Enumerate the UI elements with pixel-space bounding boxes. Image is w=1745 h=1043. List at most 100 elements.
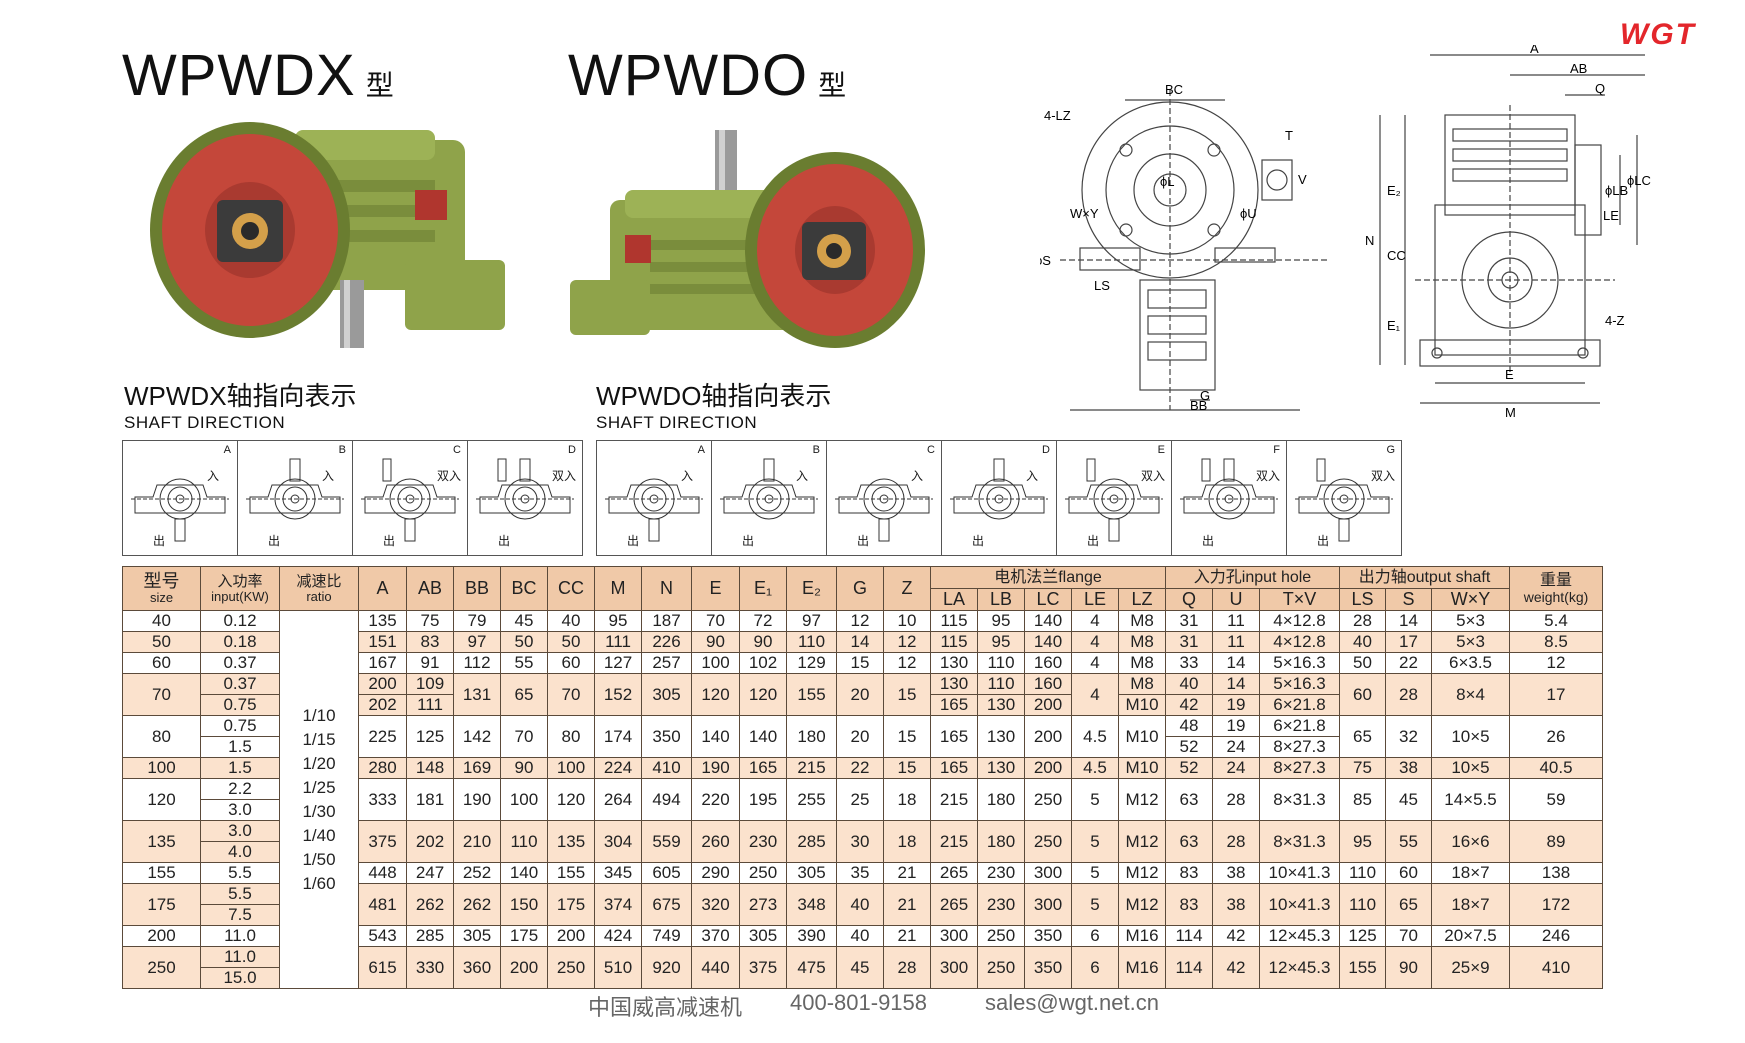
cell-ab: 111: [406, 694, 454, 716]
cell-a: 202: [358, 694, 407, 716]
cell-e: 190: [691, 757, 740, 779]
cell-a: 200: [358, 673, 407, 695]
cell-g: 40: [836, 925, 884, 947]
cell-la: 115: [930, 610, 978, 632]
cell-tv: 10×41.3: [1259, 862, 1340, 884]
cell-u: 14: [1212, 652, 1260, 674]
cell-ab: 83: [406, 631, 454, 653]
cell-ab: 262: [406, 883, 454, 926]
cell-ab: 148: [406, 757, 454, 779]
ratio-value: 1/25: [302, 777, 336, 797]
cell-a: 448: [358, 862, 407, 884]
cell-ls: 65: [1339, 715, 1386, 758]
front-label-philb: ϕLB: [1605, 183, 1628, 198]
shaft-box-input-label: 双入: [436, 469, 461, 483]
cell-la: 265: [930, 883, 978, 926]
cell-a: 225: [358, 715, 407, 758]
cell-lb: 95: [977, 631, 1025, 653]
ratio-value: 1/40: [302, 825, 336, 845]
th-e: E: [691, 566, 740, 611]
cell-cc: 120: [547, 778, 595, 821]
cell-la: 130: [930, 652, 978, 674]
cell-bb: 131: [453, 673, 501, 716]
cell-e2: 255: [786, 778, 837, 821]
cell-g: 35: [836, 862, 884, 884]
cell-s: 14: [1385, 610, 1432, 632]
th-tv: T×V: [1259, 588, 1340, 611]
shaft-box-output-label: 出: [627, 534, 640, 548]
cell-lc: 160: [1024, 652, 1072, 674]
cell-e: 260: [691, 820, 740, 863]
cell-input-kw: 3.0: [200, 820, 280, 842]
cell-s: 38: [1385, 757, 1432, 779]
cell-tv: 4×12.8: [1259, 610, 1340, 632]
cell-bb: 252: [453, 862, 501, 884]
cell-size: 50: [122, 631, 201, 653]
cell-m: 174: [594, 715, 642, 758]
cell-e2: 215: [786, 757, 837, 779]
cell-e: 370: [691, 925, 740, 947]
cell-u: 11: [1212, 631, 1260, 653]
cell-le: 6: [1071, 925, 1119, 947]
cell-le: 4: [1071, 631, 1119, 653]
cell-q: 31: [1165, 631, 1213, 653]
cell-lz: M12: [1118, 778, 1166, 821]
cell-u: 42: [1212, 946, 1260, 989]
th-bc: BC: [500, 566, 548, 611]
title-wpwdx-model: WPWDX: [122, 43, 356, 108]
cell-ls: 110: [1339, 883, 1386, 926]
wpwdo-shaft-direction-subtitle: SHAFT DIRECTION: [596, 413, 758, 432]
cell-e1: 273: [739, 883, 787, 926]
shaft-diagram-icon: [246, 458, 344, 520]
cell-la: 165: [930, 694, 978, 716]
cell-e: 320: [691, 883, 740, 926]
cell-u: 14: [1212, 673, 1260, 695]
cell-wt: 89: [1509, 820, 1603, 863]
cell-a: 333: [358, 778, 407, 821]
cell-lc: 200: [1024, 694, 1072, 716]
cell-bb: 210: [453, 820, 501, 863]
cell-cc: 175: [547, 883, 595, 926]
cell-bc: 50: [500, 631, 548, 653]
cell-g: 15: [836, 652, 884, 674]
front-label-q: Q: [1595, 81, 1605, 96]
shaft-box-input-label: 入: [321, 469, 334, 483]
cell-la: 165: [930, 757, 978, 779]
cell-bc: 200: [500, 946, 548, 989]
cell-e: 290: [691, 862, 740, 884]
side-label-ls: LS: [1094, 278, 1110, 293]
cell-u: 24: [1212, 736, 1260, 758]
shaft-box-letter: C: [927, 444, 935, 456]
cell-wt: 40.5: [1509, 757, 1603, 779]
cell-lz: M12: [1118, 820, 1166, 863]
th-wy: W×Y: [1431, 588, 1510, 611]
cell-s: 70: [1385, 925, 1432, 947]
cell-q: 48: [1165, 715, 1213, 737]
cell-e2: 110: [786, 631, 837, 653]
cell-ls: 110: [1339, 862, 1386, 884]
cell-input-kw: 11.0: [200, 946, 280, 968]
cell-m: 264: [594, 778, 642, 821]
front-label-m: M: [1505, 405, 1516, 420]
cell-cc: 135: [547, 820, 595, 863]
front-label-ab: AB: [1570, 61, 1587, 76]
side-label-phil: ϕL: [1160, 174, 1175, 189]
cell-wt: 5.4: [1509, 610, 1603, 632]
front-view-drawing: A AB Q ϕLB ϕLC LE E₂ CC N E₁ 4-Z E M: [1365, 41, 1655, 430]
cell-lz: M8: [1118, 673, 1166, 695]
title-wpwdo-model: WPWDO: [568, 43, 809, 108]
cell-e1: 305: [739, 925, 787, 947]
cell-la: 165: [930, 715, 978, 758]
cell-lz: M12: [1118, 862, 1166, 884]
